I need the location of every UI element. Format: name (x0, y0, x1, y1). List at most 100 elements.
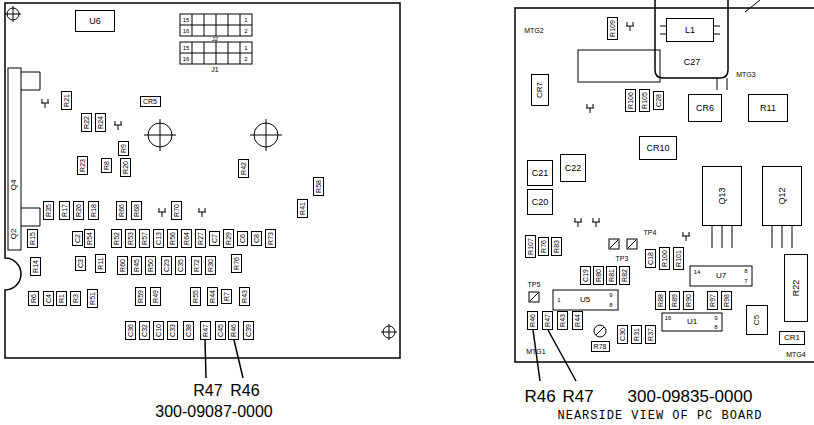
component-outline: R64 (181, 229, 192, 248)
component-designator: R29 (225, 232, 232, 245)
component-outline: R43 (557, 311, 568, 330)
silkscreen-label: 9 (714, 315, 717, 321)
component-designator: C21 (532, 169, 549, 178)
component-designator: R24 (97, 116, 104, 129)
component-outline: Q13 (702, 166, 742, 226)
component-designator: C2 (74, 234, 81, 243)
transistor-lead (712, 226, 792, 248)
test-point (610, 240, 618, 248)
component-designator: R76 (540, 240, 547, 253)
component-designator: R107 (527, 238, 534, 255)
component-outline: R54 (84, 229, 95, 248)
component-outline: R44 (207, 287, 218, 306)
component-designator: R20 (122, 161, 129, 174)
component-outline: CR6 (688, 94, 722, 122)
component-outline: C22 (560, 154, 586, 182)
connector-outline (180, 14, 252, 36)
component-outline: C38 (183, 321, 194, 340)
component-designator: R1 (58, 294, 65, 303)
component-designator: R52 (113, 232, 120, 245)
component-designator: C28 (655, 94, 662, 107)
component-designator: R46 (529, 314, 536, 327)
component-outline: R31 (631, 325, 642, 344)
component-designator: R18 (90, 204, 97, 217)
transistor-symbol (586, 104, 594, 113)
component-designator: C8 (253, 234, 260, 243)
component-outline: R59 (135, 287, 146, 306)
component-designator: C13 (155, 232, 162, 245)
component-outline: R58 (313, 177, 324, 196)
silkscreen-label: 1 (244, 17, 247, 23)
component-outline: U6 (75, 10, 115, 32)
component-outline: R52 (111, 229, 122, 248)
component-outline: C5 (746, 305, 768, 335)
component-designator: R82 (621, 269, 628, 282)
component-outline: R53 (125, 229, 136, 248)
silkscreen-label: U5 (580, 296, 590, 304)
component-outline: R76 (538, 237, 549, 256)
transistor-symbol (41, 99, 49, 108)
component-outline: L1 (666, 18, 714, 42)
component-outline: R105 (639, 89, 650, 112)
component-outline: R57 (139, 229, 150, 248)
component-outline: R27 (195, 229, 206, 248)
component-designator: R47 (202, 324, 209, 337)
component-outline: C32 (139, 321, 150, 340)
potentiometer-symbol (594, 325, 606, 337)
component-designator: R90 (685, 294, 692, 307)
component-outline: R26 (73, 201, 84, 220)
component-designator: C18 (647, 252, 654, 265)
component-outline: R107 (525, 235, 536, 258)
transistor-symbol (592, 218, 600, 227)
component-outline: R51 (87, 289, 98, 308)
component-designator: R8 (103, 161, 110, 170)
fiducial-mark (5, 6, 21, 22)
leader-line (533, 330, 576, 381)
component-designator: R6 (30, 294, 37, 303)
component-outline: R1 (56, 291, 67, 306)
test-point (609, 239, 619, 249)
component-designator: R46 (230, 324, 237, 337)
connector-outline (180, 42, 252, 64)
component-designator: R106 (627, 92, 634, 109)
component-outline: R90 (683, 291, 694, 310)
component-outline: R29 (223, 229, 234, 248)
component-outline: C45 (215, 321, 226, 340)
component-designator: R11 (97, 257, 104, 269)
component-designator: R60 (119, 259, 126, 272)
component-outline: Q12 (762, 166, 802, 226)
component-outline: R72 (191, 256, 202, 275)
component-designator: R109 (609, 20, 616, 37)
test-point (529, 292, 539, 302)
component-designator: C3 (77, 259, 84, 268)
component-designator: R41 (299, 202, 306, 215)
component-designator: R31 (633, 328, 640, 341)
component-designator: R45 (133, 259, 140, 272)
component-designator: R78 (594, 343, 607, 350)
component-designator: CR10 (646, 144, 669, 153)
silkscreen-label: 14 (694, 269, 701, 275)
component-outline: R17 (59, 201, 70, 220)
transistor-outline (8, 68, 21, 250)
component-outline: C8 (251, 231, 262, 246)
transistor-symbol (198, 208, 206, 217)
component-designator: L1 (685, 26, 695, 35)
component-outline: R88 (655, 291, 666, 310)
silkscreen-label: TP5 (528, 281, 541, 288)
silkscreen-label: Q2 (10, 229, 18, 240)
component-outline: R3 (70, 291, 81, 306)
component-outline: R76 (231, 254, 242, 273)
component-outline: R55 (190, 287, 201, 306)
component-designator: R17 (61, 204, 68, 217)
component-outline: R50 (145, 256, 156, 275)
component-outline: C23 (161, 256, 172, 275)
component-designator: R98 (723, 294, 730, 307)
component-designator: C38 (185, 324, 192, 337)
silkscreen-label: Q4 (10, 180, 18, 191)
component-outline: R23 (77, 156, 88, 175)
component-designator: CR6 (696, 104, 714, 113)
component-designator: R89 (671, 294, 678, 307)
silkscreen-label: 8 (609, 302, 612, 308)
transistor-symbol (574, 218, 582, 227)
